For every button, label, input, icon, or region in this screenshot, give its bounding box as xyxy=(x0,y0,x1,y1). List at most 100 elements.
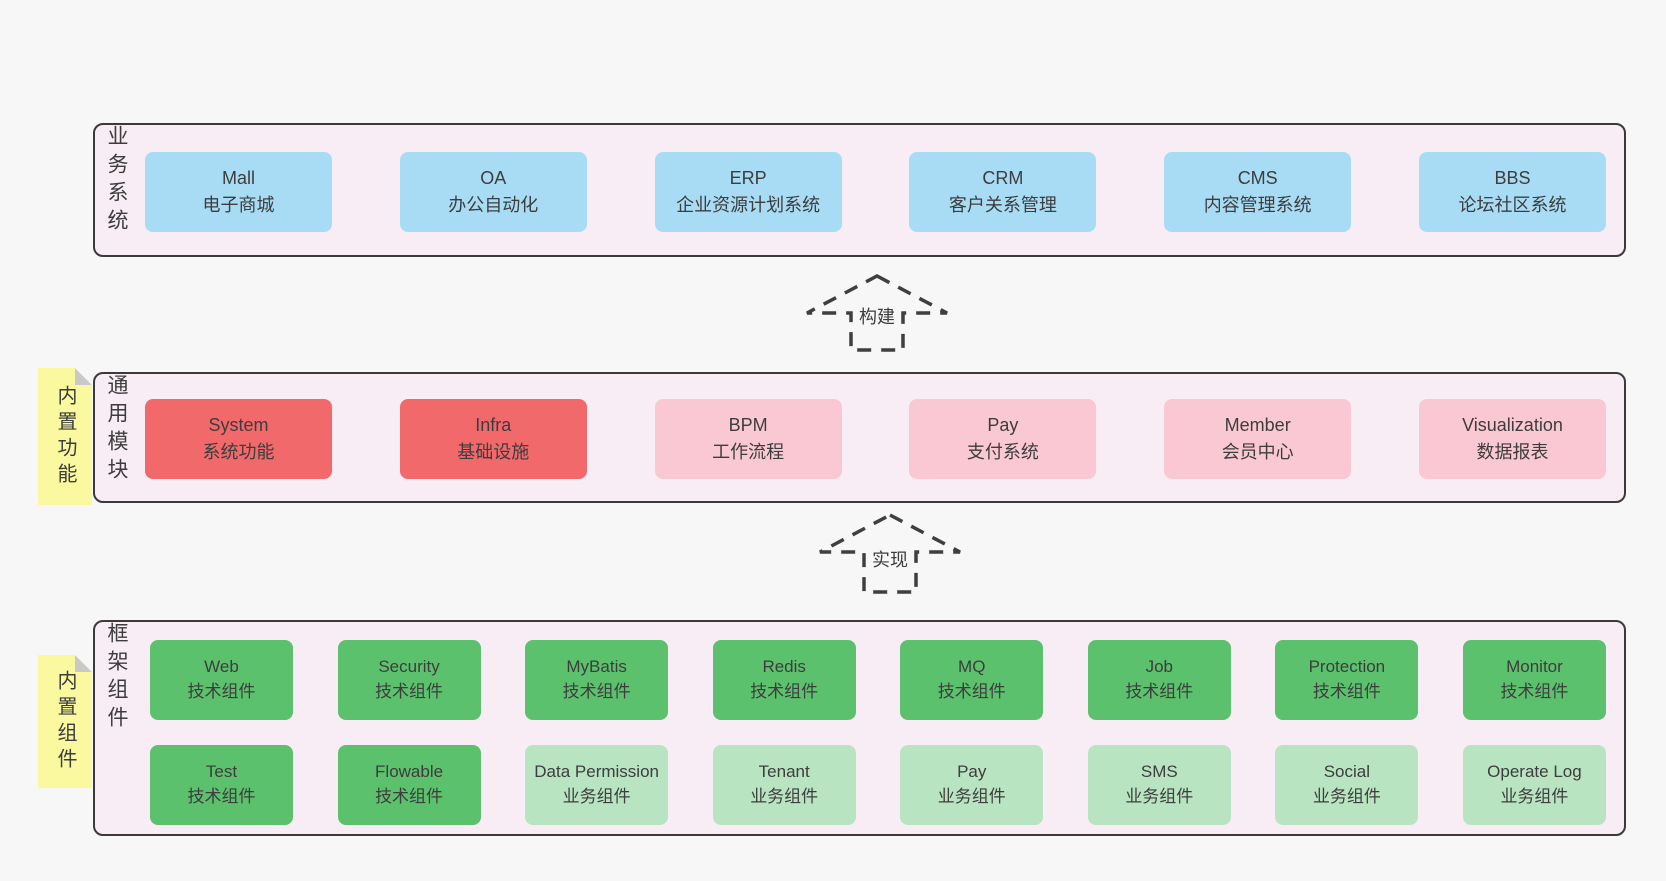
box-title: BPM xyxy=(728,415,768,435)
box-subtitle: 基础设施 xyxy=(457,442,530,462)
common-modules-row: System 系统功能 Infra 基础设施 BPM 工作流程 Pay 支付系统… xyxy=(145,399,1606,479)
box-title: Web xyxy=(204,657,239,677)
box-infra: Infra 基础设施 xyxy=(399,399,587,479)
box-operate-log: Operate Log 业务组件 xyxy=(1462,745,1606,825)
box-mall: Mall 电子商城 xyxy=(145,152,332,232)
box-title: Pay xyxy=(987,415,1019,435)
box-title: Tenant xyxy=(758,762,810,782)
box-subtitle: 客户关系管理 xyxy=(948,195,1057,215)
box-title: OA xyxy=(480,168,507,188)
box-subtitle: 工作流程 xyxy=(712,442,785,462)
business-systems-side-label: 业务系统 xyxy=(105,125,128,237)
sticky-note-label: 内置功能 xyxy=(54,384,76,489)
box-title: MyBatis xyxy=(566,657,627,677)
box-title: Data Permission xyxy=(534,762,659,782)
box-title: Mall xyxy=(221,168,255,188)
box-monitor: Monitor 技术组件 xyxy=(1462,640,1606,720)
box-title: Redis xyxy=(762,657,806,677)
box-mq: MQ 技术组件 xyxy=(900,640,1044,720)
box-title: Monitor xyxy=(1506,657,1563,677)
box-web: Web 技术组件 xyxy=(150,640,293,720)
box-subtitle: 电子商城 xyxy=(202,195,275,215)
arrow-label-implement: 实现 xyxy=(867,545,913,573)
box-social: Social 业务组件 xyxy=(1275,745,1419,825)
box-subtitle: 技术组件 xyxy=(1500,682,1569,701)
box-system: System 系统功能 xyxy=(145,399,332,479)
framework-components-row-1: Web 技术组件 Security 技术组件 MyBatis 技术组件 Redi… xyxy=(150,640,1606,720)
box-crm: CRM 客户关系管理 xyxy=(909,152,1097,232)
box-member: Member 会员中心 xyxy=(1164,399,1352,479)
box-bbs: BBS 论坛社区系统 xyxy=(1418,152,1606,232)
sticky-note-built-in-components: 内置组件 xyxy=(38,655,92,788)
box-subtitle: 支付系统 xyxy=(966,442,1039,462)
box-subtitle: 业务组件 xyxy=(750,787,819,806)
box-job: Job 技术组件 xyxy=(1087,640,1231,720)
box-pay-module: Pay 支付系统 xyxy=(909,399,1097,479)
sticky-note-label: 内置组件 xyxy=(54,669,76,774)
box-title: Social xyxy=(1323,762,1371,782)
box-subtitle: 内容管理系统 xyxy=(1203,195,1312,215)
box-test: Test 技术组件 xyxy=(150,745,293,825)
box-title: Infra xyxy=(475,415,512,435)
box-subtitle: 业务组件 xyxy=(562,787,631,806)
box-title: ERP xyxy=(729,168,767,188)
common-modules-panel: 通用模块 System 系统功能 Infra 基础设施 BPM 工作流程 Pay… xyxy=(93,372,1626,503)
box-subtitle: 业务组件 xyxy=(1500,787,1569,806)
box-oa: OA 办公自动化 xyxy=(399,152,587,232)
box-subtitle: 技术组件 xyxy=(1312,682,1381,701)
box-bpm: BPM 工作流程 xyxy=(654,399,842,479)
box-subtitle: 技术组件 xyxy=(750,682,819,701)
business-systems-panel: 业务系统 Mall 电子商城 OA 办公自动化 ERP 企业资源计划系统 CRM… xyxy=(93,123,1626,257)
box-title: Member xyxy=(1224,415,1291,435)
box-redis: Redis 技术组件 xyxy=(712,640,856,720)
box-cms: CMS 内容管理系统 xyxy=(1164,152,1352,232)
box-subtitle: 业务组件 xyxy=(937,787,1006,806)
box-subtitle: 技术组件 xyxy=(375,682,444,701)
box-title: Protection xyxy=(1308,657,1386,677)
box-erp: ERP 企业资源计划系统 xyxy=(654,152,842,232)
box-security: Security 技术组件 xyxy=(337,640,481,720)
box-subtitle: 技术组件 xyxy=(187,682,256,701)
box-subtitle: 技术组件 xyxy=(187,787,256,806)
box-title: Pay xyxy=(957,762,987,782)
box-flowable: Flowable 技术组件 xyxy=(337,745,481,825)
box-visualization: Visualization 数据报表 xyxy=(1418,399,1606,479)
box-tenant: Tenant 业务组件 xyxy=(712,745,856,825)
box-title: SMS xyxy=(1140,762,1178,782)
box-subtitle: 会员中心 xyxy=(1221,442,1294,462)
box-title: CRM xyxy=(982,168,1024,188)
box-mybatis: MyBatis 技术组件 xyxy=(525,640,669,720)
box-pay-component: Pay 业务组件 xyxy=(900,745,1044,825)
box-title: Visualization xyxy=(1462,415,1563,435)
box-subtitle: 技术组件 xyxy=(1125,682,1194,701)
box-title: Job xyxy=(1145,657,1174,677)
box-title: Test xyxy=(205,762,238,782)
sticky-note-built-in-features: 内置功能 xyxy=(38,368,92,505)
box-title: Operate Log xyxy=(1487,762,1582,782)
framework-components-panel: 框架组件 Web 技术组件 Security 技术组件 MyBatis 技术组件… xyxy=(93,620,1626,836)
box-title: MQ xyxy=(958,657,986,677)
box-protection: Protection 技术组件 xyxy=(1275,640,1419,720)
box-subtitle: 业务组件 xyxy=(1312,787,1381,806)
box-title: Flowable xyxy=(375,762,444,782)
box-title: System xyxy=(208,415,269,435)
framework-components-row-2: Test 技术组件 Flowable 技术组件 Data Permission … xyxy=(150,745,1606,825)
up-arrow-icon xyxy=(819,513,961,594)
box-subtitle: 数据报表 xyxy=(1476,442,1549,462)
box-data-permission: Data Permission 业务组件 xyxy=(525,745,669,825)
business-systems-row: Mall 电子商城 OA 办公自动化 ERP 企业资源计划系统 CRM 客户关系… xyxy=(145,152,1606,232)
box-subtitle: 论坛社区系统 xyxy=(1458,195,1567,215)
box-title: BBS xyxy=(1494,168,1531,188)
box-subtitle: 技术组件 xyxy=(375,787,444,806)
box-subtitle: 系统功能 xyxy=(202,442,275,462)
framework-components-side-label: 框架组件 xyxy=(105,622,128,734)
common-modules-side-label: 通用模块 xyxy=(105,374,128,486)
box-subtitle: 办公自动化 xyxy=(448,195,539,215)
box-title: Security xyxy=(378,657,440,677)
box-sms: SMS 业务组件 xyxy=(1087,745,1231,825)
box-subtitle: 企业资源计划系统 xyxy=(676,195,821,215)
box-title: CMS xyxy=(1237,168,1278,188)
arrow-label-build: 构建 xyxy=(854,302,900,330)
box-subtitle: 业务组件 xyxy=(1125,787,1194,806)
box-subtitle: 技术组件 xyxy=(562,682,631,701)
